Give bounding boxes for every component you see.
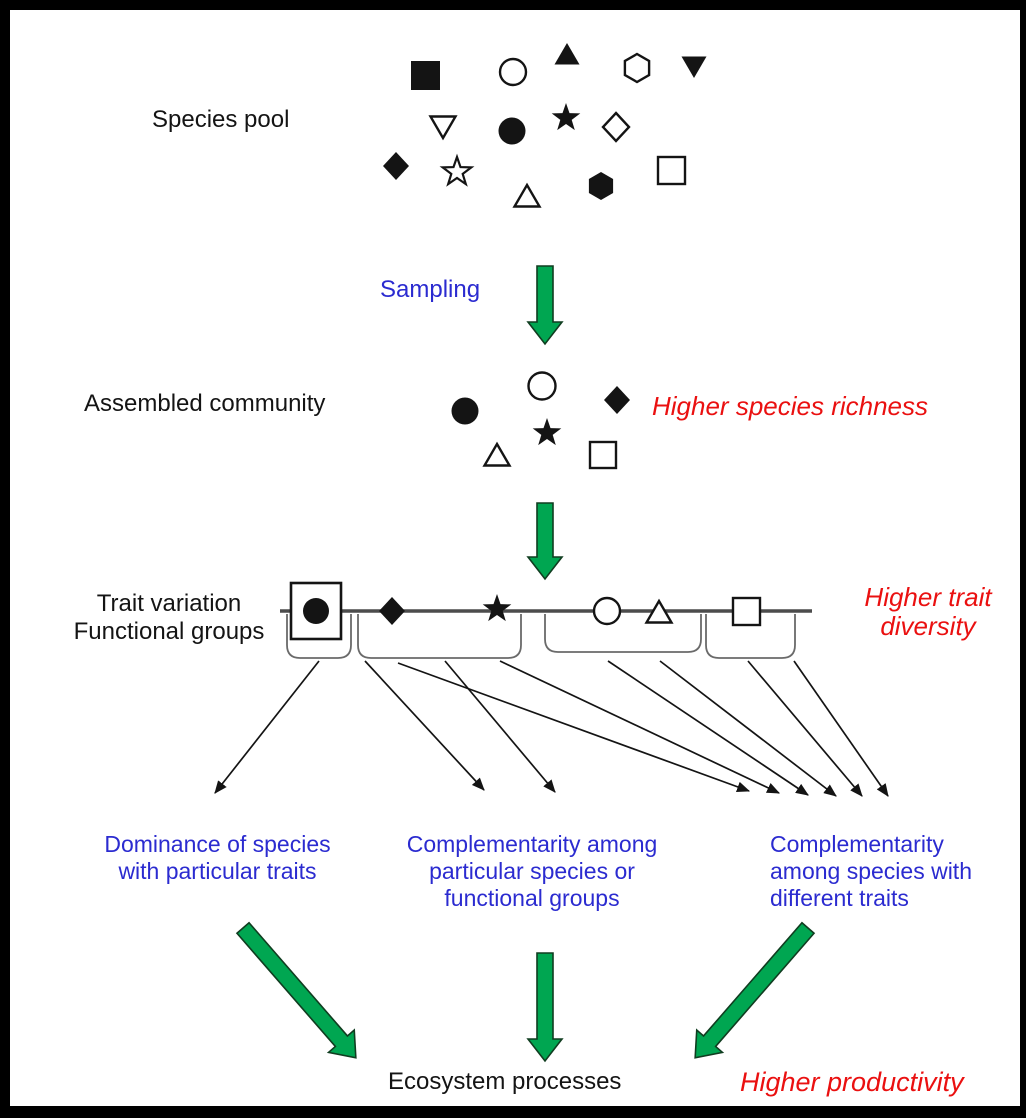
higher-species-richness-label: Higher species richness [652,391,929,421]
open-circle-icon [592,596,622,626]
open-triangle-up-icon [513,183,541,208]
filled-square-icon [411,61,440,90]
arrow-to-complementarity-right [747,660,863,797]
arrow-to-complementarity-right [607,660,809,796]
open-hexagon-icon [623,52,651,84]
arrow-to-complementarity-right [793,660,889,797]
green-arrows [235,265,816,1063]
dominance-to-ecosystem-arrow [235,921,357,1059]
arrow-to-complementarity-right [659,660,837,797]
complementarity-particular-label: Complementarity among particular species… [406,831,658,911]
filled-diamond-icon [383,152,409,180]
filled-triangle-down-icon [681,56,707,78]
assembled-community-shapes [451,371,630,470]
open-diamond-icon [601,111,631,143]
traits-to-ecosystem-arrow [694,921,816,1059]
arrow-to-complementarity-right [397,662,751,793]
mechanism-arrows [214,660,889,797]
sampling-label: Sampling [380,276,481,303]
group-bracket [705,614,796,659]
filled-star-icon [532,418,562,446]
filled-circle-icon [498,117,526,145]
trait-variation-line1: Trait variation [96,590,242,617]
filled-triangle-up-icon [554,43,580,65]
complementarity-to-ecosystem-arrow [526,952,564,1063]
open-triangle-up-icon [483,442,511,467]
assembled-community-label: Assembled community [84,390,326,417]
species-pool-shapes [383,43,707,208]
filled-diamond-icon [604,386,630,414]
arrow-to-dominance [214,660,320,794]
dominance-label: Dominance of species with particular tra… [104,831,331,884]
complementarity-traits-label: Complementarity among species with diffe… [770,831,972,911]
open-star-icon [441,155,473,186]
frame-edge-right [1020,0,1026,1118]
filled-star-icon [482,594,512,622]
group-bracket [544,614,702,653]
trait-variation-label: Trait variation Functional groups [58,590,280,646]
open-square-icon [731,596,762,627]
arrow-to-complementarity-right [499,660,780,794]
ecosystem-processes-label: Ecosystem processes [388,1068,622,1095]
trait-variation-line2: Functional groups [73,618,265,645]
arrow-to-complementarity-mid [364,660,485,791]
group-bracket [286,614,352,659]
frame-edge-top [0,0,1026,10]
sampling-arrow [526,265,564,346]
arrow-to-complementarity-mid [444,660,556,793]
higher-trait-diversity-label: Higher trait diversity [864,582,992,641]
filled-hexagon-icon [588,172,614,200]
frame-edge-left [0,0,10,1118]
filled-diamond-icon [379,597,405,625]
filled-star-icon [551,103,581,131]
community-to-traits-arrow [526,502,564,581]
higher-productivity-label: Higher productivity [740,1067,964,1097]
open-square-icon [656,155,687,186]
open-circle-icon [527,371,557,401]
open-circle-icon [498,57,528,87]
species-pool-label: Species pool [152,106,290,133]
trait-axis [280,581,812,659]
open-square-icon [588,440,618,470]
functional-group-brackets [286,614,796,659]
frame-edge-bottom [0,1106,1026,1118]
filled-circle-icon [303,598,329,624]
open-triangle-down-icon [429,115,457,140]
group-bracket [357,614,522,659]
filled-circle-icon [451,397,479,425]
